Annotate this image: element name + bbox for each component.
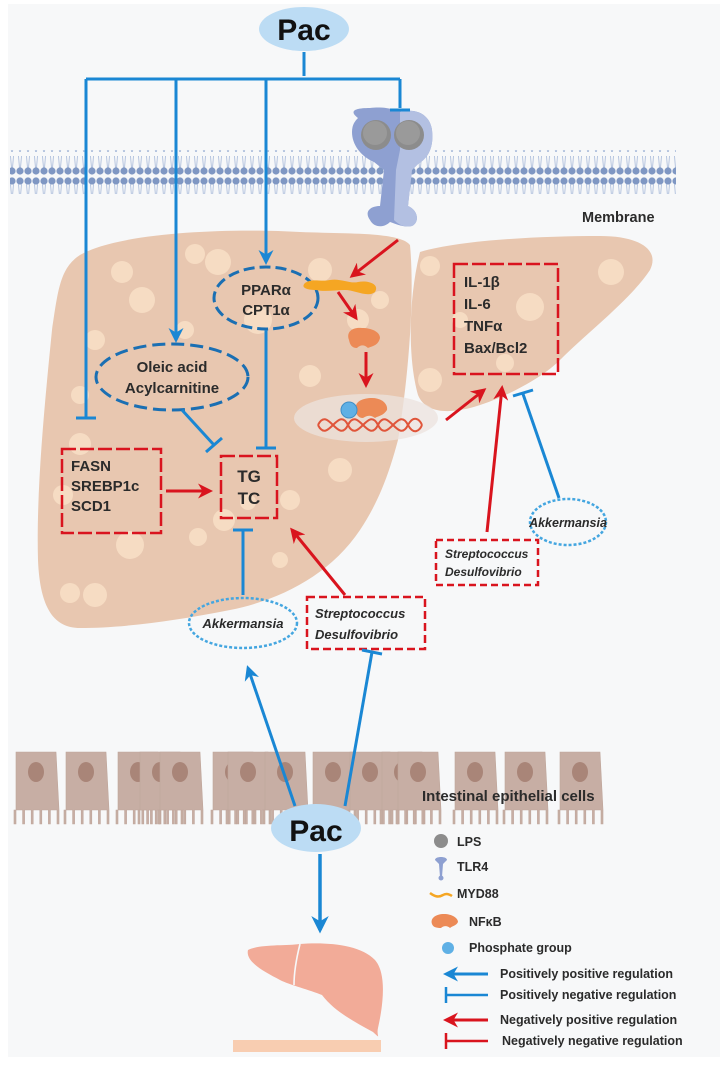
scd1-label: SCD1 xyxy=(71,498,111,515)
tg-label: TG xyxy=(237,467,261,486)
cpt1-label: CPT1α xyxy=(242,302,290,319)
strep-left-label: Streptococcus xyxy=(315,606,405,621)
bax-bcl2-label: Bax/Bcl2 xyxy=(464,340,527,357)
enterocyte-nucleus xyxy=(325,762,341,782)
pac-top-connectors xyxy=(76,52,410,420)
enterocyte-nucleus xyxy=(362,762,378,782)
akkermansia-right-label: Akkermansia xyxy=(528,516,607,530)
strep-right-label: Streptococcus xyxy=(445,547,529,561)
pac-promotes-akkermansia xyxy=(244,665,297,807)
legend-label: Negatively positive regulation xyxy=(500,1013,677,1027)
desulfo-right-label: Desulfovibrio xyxy=(445,565,522,579)
intestinal-epithelium xyxy=(13,751,604,825)
blue-inhibit-icon xyxy=(444,987,488,1003)
fasn-srebp-scd1-node xyxy=(60,447,163,535)
pac-bottom-label: Pac xyxy=(289,815,342,848)
myd88-protein xyxy=(303,279,377,295)
myd88-to-nfkb-arrow xyxy=(336,291,358,321)
phosphate-group xyxy=(340,401,358,419)
legend-label: TLR4 xyxy=(457,860,488,874)
fasn-label: FASN xyxy=(71,458,111,475)
enterocyte-cell xyxy=(63,751,110,825)
myd88-icon xyxy=(429,891,453,898)
legend-label: Positively positive regulation xyxy=(500,967,673,981)
tlr4-icon xyxy=(435,857,447,881)
legend: LPS TLR4 MYD88 NFκB Phosphate group Posi… xyxy=(429,834,683,1049)
tg-tc-node xyxy=(219,454,279,520)
enterocyte-nucleus xyxy=(240,762,256,782)
inflammation-markers-node xyxy=(452,262,560,376)
tlr4-receptor xyxy=(352,107,433,227)
ppar-cpt1-node xyxy=(212,265,320,331)
enterocyte-cell xyxy=(452,751,499,825)
akkermansia-left-label: Akkermansia xyxy=(202,616,284,631)
red-inhibit-icon xyxy=(444,1033,488,1049)
desulfo-left-label: Desulfovibrio xyxy=(315,627,398,642)
nfkb-protein xyxy=(348,327,380,348)
akkermansia-right-node xyxy=(528,497,608,547)
legend-label: Positively negative regulation xyxy=(500,988,676,1002)
legend-label: Phosphate group xyxy=(469,941,572,955)
enterocyte-nucleus xyxy=(172,762,188,782)
akkermansia-inhibits-inflammation xyxy=(512,388,561,499)
legend-label: LPS xyxy=(457,835,481,849)
cell-membrane xyxy=(10,150,676,194)
enterocyte-nucleus xyxy=(517,762,533,782)
enterocyte-nucleus xyxy=(78,762,94,782)
dna-helix xyxy=(317,417,423,433)
nfkb-icon xyxy=(431,914,458,928)
legend-label: NFκB xyxy=(469,915,502,929)
enterocyte-cell xyxy=(395,751,442,825)
lps-icon xyxy=(434,834,448,848)
pac-top-label: Pac xyxy=(277,14,330,47)
il6-label: IL-6 xyxy=(464,296,491,313)
enterocyte-nucleus xyxy=(572,762,588,782)
enterocyte-nucleus xyxy=(467,762,483,782)
pac-inhibits-streptococcus xyxy=(343,648,383,807)
tc-label: TC xyxy=(238,489,261,508)
tlr4-to-myd88-arrow xyxy=(349,238,399,278)
strep-desulfo-right-node xyxy=(434,538,540,587)
oleic-acid-label: Oleic acid xyxy=(137,359,208,376)
legend-label: Negatively negative regulation xyxy=(502,1034,683,1048)
enterocyte-cell xyxy=(502,751,549,825)
legend-label: MYD88 xyxy=(457,887,499,901)
healthy-liver-icon xyxy=(233,943,383,1052)
srebp1c-label: SREBP1c xyxy=(71,478,139,495)
enterocyte-cell xyxy=(13,751,60,825)
oleic-acylcarnitine-node xyxy=(94,342,250,412)
strep-to-inflammation-arrow xyxy=(485,385,509,533)
enterocyte-cell xyxy=(557,751,604,825)
pac-top-bubble xyxy=(259,7,349,51)
liver-small-lobe xyxy=(410,236,653,412)
acylcarnitine-label: Acylcarnitine xyxy=(125,380,219,397)
intestinal-label: Intestinal epithelial cells xyxy=(422,788,595,805)
inhibit-to-tg xyxy=(180,330,276,454)
phosphate-icon xyxy=(442,942,454,954)
strep-desulfo-left-node xyxy=(305,595,427,651)
akkermansia-left-node xyxy=(187,596,299,650)
il1b-label: IL-1β xyxy=(464,274,500,291)
enterocyte-nucleus xyxy=(410,762,426,782)
ppar-label: PPARα xyxy=(241,282,292,299)
ruler-strip xyxy=(233,1040,381,1052)
dna-to-inflammation-arrow xyxy=(445,388,487,422)
enterocyte-nucleus xyxy=(28,762,44,782)
membrane-label: Membrane xyxy=(582,210,655,226)
tnfa-label: TNFα xyxy=(464,318,503,335)
strep-to-tg-arrow xyxy=(290,527,347,596)
enterocyte-cell xyxy=(157,751,204,825)
akkermansia-inhibits-tg xyxy=(233,528,253,595)
pac-bottom-bubble xyxy=(271,804,361,852)
enterocyte-cell xyxy=(225,751,272,825)
